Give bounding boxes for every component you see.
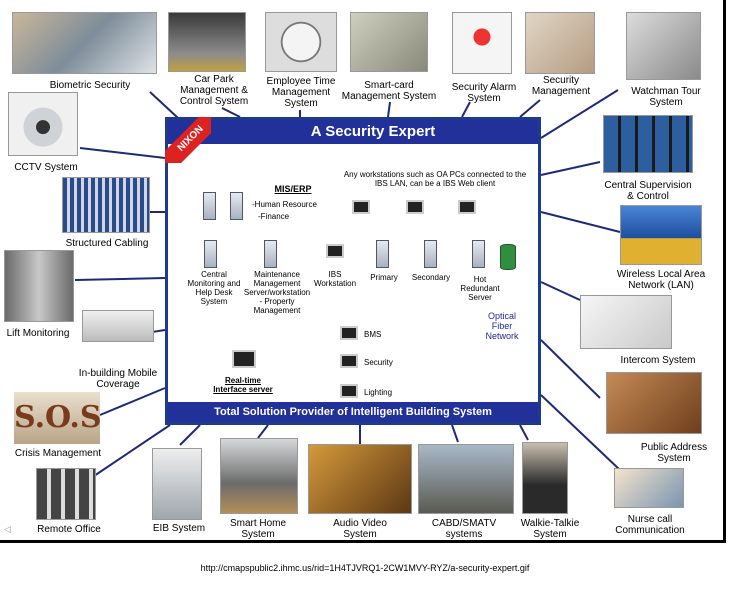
clock-image <box>265 12 337 72</box>
label-lighting: Lighting <box>364 388 393 397</box>
mis-server-2 <box>230 192 243 220</box>
security-pc <box>340 354 358 368</box>
mis-title: MIS/ERP <box>274 184 312 194</box>
label-structured-cabling: Structured Cabling <box>65 238 149 249</box>
watchman-image <box>626 12 701 80</box>
remote-office-image <box>36 468 96 520</box>
maintenance-server <box>264 240 277 268</box>
label-secondary: Secondary <box>411 273 451 282</box>
walkie-image <box>522 442 568 514</box>
client-pc-3 <box>458 200 476 214</box>
label-bms: BMS <box>364 330 382 339</box>
back-arrow-icon: ◁ <box>4 524 11 534</box>
center-panel: A Security Expert NIXON Any workstations… <box>165 117 541 425</box>
nixon-logo: NIXON <box>165 117 211 163</box>
secmgmt-image <box>525 12 595 74</box>
lighting-pc <box>340 384 358 398</box>
mis-server-1 <box>203 192 216 220</box>
lift-image <box>4 250 74 322</box>
alarm-image <box>452 12 512 74</box>
center-title: A Security Expert <box>310 123 436 140</box>
label-central-supervision: Central Supervision& Control <box>604 180 692 202</box>
bms-pc <box>340 326 358 340</box>
nurse-image <box>614 468 684 508</box>
wlan-image <box>620 205 702 265</box>
label-lift-monitoring: Lift Monitoring <box>6 328 70 339</box>
center-header: A Security Expert <box>168 120 538 144</box>
client-pc-2 <box>406 200 424 214</box>
primary-server <box>376 240 389 268</box>
realtime-interface-server <box>232 350 256 368</box>
nixon-logo-text: NIXON <box>165 117 211 163</box>
label-primary: Primary <box>370 273 398 282</box>
biometric-image <box>12 12 157 74</box>
cabling-image <box>62 177 150 233</box>
smarthome-image <box>220 438 298 514</box>
database-icon <box>500 244 516 270</box>
label-eib: EIB System <box>152 523 206 534</box>
central-sup-image <box>603 115 693 173</box>
client-pc-1 <box>352 200 370 214</box>
carpark-image <box>168 12 246 72</box>
source-url: http://cmapspublic2.ihmc.us/rid=1H4TJVRQ… <box>200 563 530 573</box>
audiovideo-image <box>308 444 412 514</box>
cabd-image <box>418 444 514 514</box>
label-security: Security <box>364 358 393 367</box>
smartcard-image <box>350 12 428 72</box>
label-biometric-security: Biometric Security <box>49 80 131 91</box>
ibs-workstation <box>326 244 344 258</box>
mis-items: -Human Resource-Finance <box>252 200 317 221</box>
label-remote-office: Remote Office <box>37 524 101 535</box>
secondary-server <box>424 240 437 268</box>
central-monitoring-server <box>204 240 217 268</box>
mobile-coverage-image <box>82 310 154 342</box>
hot-redundant-server <box>472 240 485 268</box>
sos-image: S.O.S <box>14 392 100 444</box>
eib-image <box>152 448 202 520</box>
cctv-image <box>8 92 78 156</box>
label-intercom: Intercom System <box>620 355 696 366</box>
sos-text: S.O.S <box>14 400 100 435</box>
pa-image <box>606 372 702 434</box>
label-cctv: CCTV System <box>14 162 78 173</box>
intercom-image <box>580 295 672 349</box>
ibs-note: Any workstations such as OA PCs connecte… <box>343 170 527 188</box>
label-crisis-management: Crisis Management <box>14 448 102 459</box>
center-footer: Total Solution Provider of Intelligent B… <box>168 402 538 422</box>
